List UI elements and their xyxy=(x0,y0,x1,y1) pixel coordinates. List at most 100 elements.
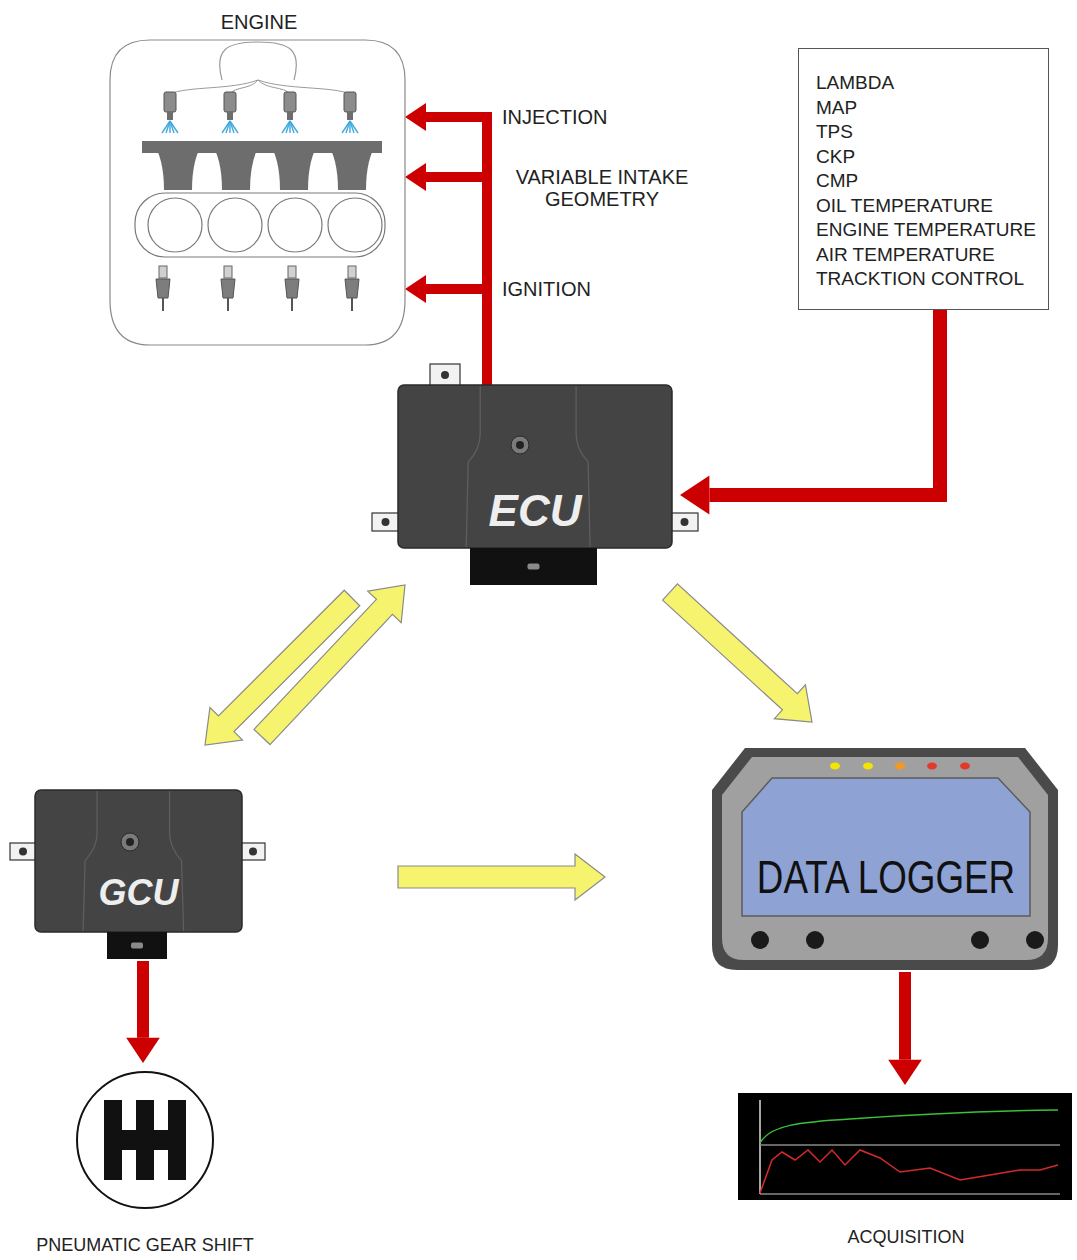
fuel-spray xyxy=(350,121,354,133)
mounting-hole xyxy=(681,518,689,526)
signal-label: IGNITION xyxy=(502,278,591,300)
logger-button xyxy=(1026,931,1044,949)
sensor-item: CMP xyxy=(816,169,1036,194)
sensor-item: LAMBDA xyxy=(816,71,1036,96)
signal-arrow xyxy=(405,103,487,385)
arrow-head xyxy=(405,103,426,131)
logger-screen xyxy=(742,778,1030,916)
spark-plug-electrode xyxy=(227,298,229,311)
injector-tip xyxy=(287,112,293,120)
caption-label: PNEUMATIC GEAR SHIFT xyxy=(20,1234,270,1256)
housing-screw-center xyxy=(126,838,134,846)
arrow-head xyxy=(405,275,426,303)
arrow-head xyxy=(680,475,709,514)
data-link-arrow xyxy=(398,854,605,900)
logger-button xyxy=(751,931,769,949)
fuel-spray xyxy=(162,121,170,133)
mounting-hole xyxy=(441,371,449,379)
intake-runner xyxy=(210,141,262,190)
fuel-rail-line xyxy=(258,80,290,94)
signal-label: INJECTION xyxy=(502,106,608,128)
gear-shift-symbol-drawing xyxy=(0,1028,310,1260)
intake-runner xyxy=(326,141,378,190)
injector xyxy=(164,92,176,112)
logger-housing xyxy=(712,748,1058,970)
fuel-spray xyxy=(222,121,230,133)
spark-plug-electrode xyxy=(291,298,293,311)
cylinder xyxy=(268,198,322,252)
intake-runner xyxy=(152,141,204,190)
gcu-unit: GCU xyxy=(35,790,242,932)
engine-outline xyxy=(110,40,405,345)
cylinder xyxy=(148,198,202,252)
mounting-hole xyxy=(382,518,390,526)
ecu-unit: ECU xyxy=(398,385,672,548)
intake-plenum xyxy=(220,42,297,80)
spark-plug-cap xyxy=(348,266,356,278)
connector-key xyxy=(528,564,540,570)
spark-plug-body xyxy=(285,279,299,298)
sensor-item: OIL TEMPERATURE xyxy=(816,194,1036,219)
unit-connector xyxy=(470,548,597,585)
spark-plug-electrode xyxy=(162,298,164,311)
sensor-item: TPS xyxy=(816,120,1036,145)
arrow-shaft xyxy=(426,177,487,385)
engine-illustration: ENGINE xyxy=(108,8,410,350)
fuel-spray xyxy=(170,121,178,133)
arrow-head xyxy=(888,1060,922,1085)
arrow-shaft xyxy=(426,289,487,385)
fuel-spray xyxy=(290,121,294,133)
gear-shift-circle xyxy=(77,1072,213,1208)
mounting-tab xyxy=(10,843,36,860)
ecu-unit-drawing xyxy=(358,345,712,588)
acquisition-chart-node: ACQUISITION xyxy=(736,1090,1076,1252)
gcu-unit-drawing xyxy=(0,750,282,972)
logger-bezel xyxy=(722,757,1048,960)
spark-plug-body xyxy=(345,279,359,298)
signal-arrow xyxy=(888,972,922,1085)
fuel-spray xyxy=(226,121,230,133)
fuel-spray xyxy=(342,121,350,133)
mounting-tab xyxy=(372,513,399,531)
arrow-head xyxy=(405,163,426,191)
mounting-tab xyxy=(430,364,460,386)
data-link-arrow-body xyxy=(663,584,812,722)
injector xyxy=(344,92,356,112)
data-link-arrow xyxy=(254,585,405,745)
data-link-arrow xyxy=(663,584,812,722)
injector-tip xyxy=(347,112,353,120)
engine-illustration-drawing xyxy=(68,0,450,390)
spark-plug-body xyxy=(221,279,235,298)
unit-name: ECU xyxy=(398,485,672,537)
sensor-item: ENGINE TEMPERATURE xyxy=(816,218,1036,243)
sensor-list-box: LAMBDAMAPTPSCKPCMPOIL TEMPERATUREENGINE … xyxy=(798,48,1049,310)
mounting-tab xyxy=(241,843,265,860)
signal-arrow xyxy=(405,163,487,385)
chart-gridline xyxy=(760,1144,1060,1146)
logger-button xyxy=(971,931,989,949)
unit-name: GCU xyxy=(35,872,242,914)
sensor-item: TRACKTION CONTROL xyxy=(816,267,1036,292)
connector-key xyxy=(131,943,143,949)
spark-plug-electrode xyxy=(351,298,353,311)
cylinder xyxy=(328,198,382,252)
housing-screw-center xyxy=(516,441,524,449)
display-text: DATA LOGGER xyxy=(747,850,1025,904)
fuel-spray xyxy=(290,121,298,133)
spark-plug-cap xyxy=(288,266,296,278)
fuel-rail-line xyxy=(230,80,258,94)
gear-shift-symbol: PNEUMATIC GEAR SHIFT xyxy=(20,1068,270,1260)
acquisition-chart xyxy=(738,1093,1072,1200)
caption-label: ACQUISITION xyxy=(736,1226,1076,1248)
fuel-rail-line xyxy=(258,80,350,94)
mounting-hole xyxy=(249,848,257,856)
fuel-spray xyxy=(349,121,350,133)
unit-housing xyxy=(398,385,672,548)
arrow-head xyxy=(126,1038,160,1063)
sensor-item: MAP xyxy=(816,96,1036,121)
sensor-item: AIR TEMPERATURE xyxy=(816,243,1036,268)
fuel-spray xyxy=(230,121,234,133)
fuel-spray xyxy=(350,121,358,133)
fuel-spray xyxy=(286,121,290,133)
